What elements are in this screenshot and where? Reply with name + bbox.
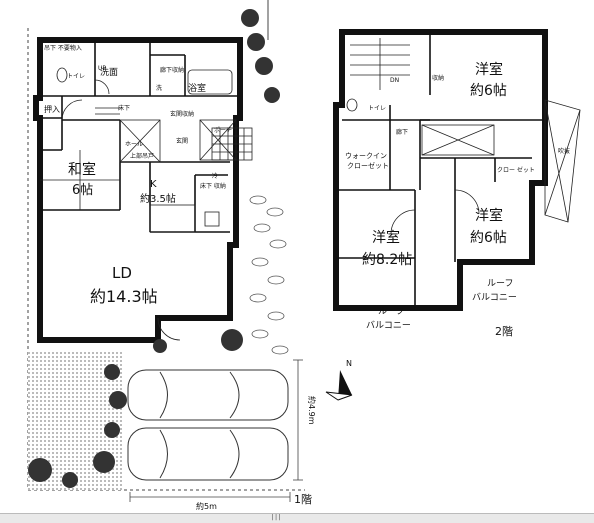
- ld-size-label: 約14.3帖: [90, 287, 158, 306]
- oshiire-label: 押入: [44, 104, 60, 114]
- ld-label: LD: [112, 264, 132, 282]
- kitchen-size-label: 約3.5帖: [140, 192, 176, 205]
- genkan-label: 玄関: [176, 137, 188, 145]
- youshitsu-c-label: 洋室: [372, 229, 400, 246]
- washitsu-label: 和室: [68, 161, 96, 178]
- youshitsu-a-size-label: 約6帖: [470, 83, 507, 99]
- second-floor-plan: [333, 29, 581, 311]
- porch-label: ポーチ: [214, 126, 232, 134]
- youshitsu-a-label: 洋室: [475, 61, 503, 78]
- horizontal-scrollbar[interactable]: |||: [0, 513, 594, 523]
- car-icons: [127, 369, 289, 481]
- dimension-lines: [129, 359, 303, 502]
- north-label: N: [346, 359, 352, 368]
- small-up-label: UP: [98, 65, 106, 72]
- tree-icons: [28, 9, 280, 488]
- rouka-shuno-label: 廊下収納: [160, 66, 184, 74]
- wc-small-label: 洗: [156, 84, 162, 92]
- depth-dimension-label: 約4.9m: [307, 396, 317, 425]
- youshitsu-c-size-label: 約8.2帖: [362, 252, 412, 268]
- kitchen-label: K: [150, 179, 157, 190]
- hall-label: ホール: [125, 141, 143, 148]
- washitsu-size-label: 6帖: [72, 183, 93, 198]
- walkin-label-1: ウォークイン: [345, 152, 387, 160]
- senmen-label: 洗面: [100, 66, 118, 78]
- roof-balcony-b-label-1: ルーフ: [487, 279, 513, 289]
- youshitsu-b-size-label: 約6帖: [470, 230, 507, 246]
- first-floor-label: 1階: [294, 492, 312, 506]
- width-dimension-label: 約5m: [196, 501, 217, 511]
- second-floor-label: 2階: [495, 324, 513, 338]
- fukinuke-label: 吹抜: [558, 147, 570, 155]
- toilet-2f-label: トイレ: [368, 105, 386, 112]
- roof-balcony-a-label-2: バルコニー: [366, 320, 411, 331]
- shuno-label: 収納: [432, 74, 444, 82]
- youshitsu-b-label: 洋室: [475, 207, 503, 224]
- rouka-label: 廊下: [396, 128, 408, 136]
- roof-balcony-a-label-1: ルーフ: [378, 307, 404, 317]
- closet-label: クロー ゼット: [497, 166, 535, 174]
- yokushitsu-label: 浴室: [188, 82, 206, 94]
- roof-balcony-b-label-2: バルコニー: [472, 292, 517, 303]
- ya-label: 吊下 不要物入: [44, 44, 82, 52]
- genkan-shuno-label: 玄関収納: [170, 110, 194, 118]
- stepping-stones: [249, 195, 289, 355]
- ref-label: 冷: [212, 172, 218, 180]
- first-floor-plan: [33, 37, 253, 343]
- walkin-label-2: クローゼット: [347, 161, 389, 170]
- dn-label: DN: [390, 77, 399, 84]
- tokonoma-label: 床下: [118, 104, 130, 112]
- scrollbar-grip[interactable]: |||: [270, 514, 282, 521]
- toilet-label: トイレ: [67, 73, 85, 80]
- north-arrow-icon: [325, 370, 353, 401]
- yukashita-shuno-label: 床下 収納: [200, 182, 226, 190]
- agarikamachi-label: 上部吊戸: [130, 152, 154, 160]
